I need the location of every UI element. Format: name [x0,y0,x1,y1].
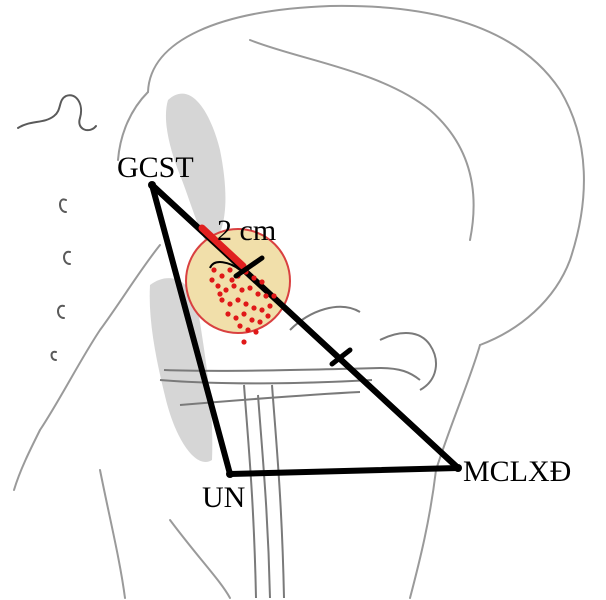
red-dot [263,293,268,298]
red-dot [219,297,224,302]
red-dot [259,307,264,312]
red-dot [235,297,240,302]
label-mclxd: MCLXĐ [463,457,571,487]
red-dot [251,305,256,310]
red-dot [251,275,256,280]
head-outline [14,6,584,598]
red-dot [241,339,246,344]
red-dot [255,291,260,296]
red-dot [239,287,244,292]
red-dot [223,287,228,292]
red-dot [241,311,246,316]
red-dot [209,277,214,282]
red-dot [211,267,216,272]
red-dot [247,285,252,290]
red-dot [229,277,234,282]
red-dot [267,303,272,308]
label-un: UN [202,483,245,513]
red-dot [253,329,258,334]
red-dot [249,317,254,322]
red-dot [227,301,232,306]
red-dot [271,293,276,298]
red-dot [225,311,230,316]
red-dot [231,283,236,288]
ear-sketch [18,95,96,360]
red-dot [243,301,248,306]
red-dot [265,313,270,318]
red-dot [227,267,232,272]
red-dot [233,315,238,320]
label-distance: 2 cm [217,216,276,246]
red-dot [215,283,220,288]
red-dot [257,319,262,324]
red-dot [237,323,242,328]
red-dot [219,273,224,278]
label-gcst: GCST [117,153,194,183]
red-dot [245,327,250,332]
red-dot [217,291,222,296]
red-dot [259,279,264,284]
